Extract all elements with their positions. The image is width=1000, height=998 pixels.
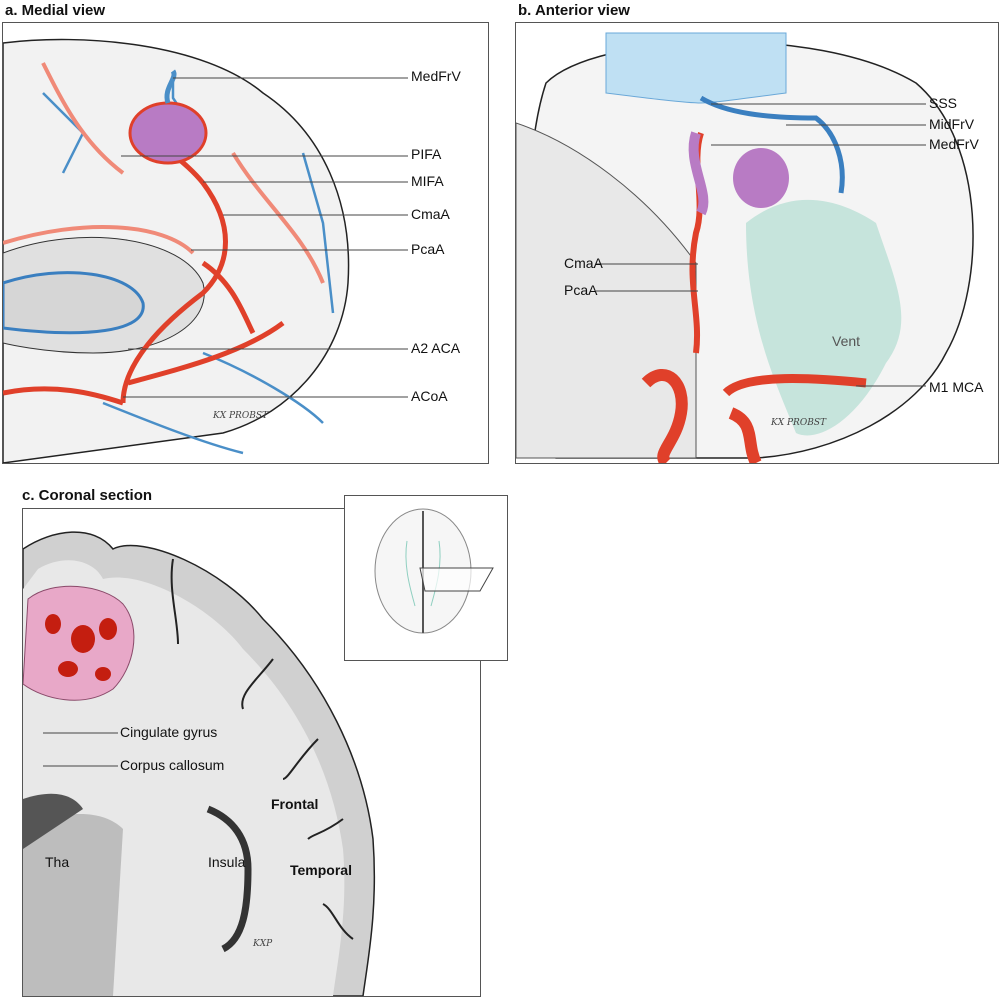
label-pifa: PIFA [411, 146, 442, 162]
panel-a-medial-view: MedFrV PIFA MIFA CmaA PcaA A2 ACA ACoA K… [2, 22, 489, 464]
leader-lines [43, 732, 118, 767]
leader-lines [121, 77, 408, 398]
label-cingulate-gyrus: Cingulate gyrus [120, 724, 218, 740]
m1-mca [722, 374, 867, 397]
label-cmaa: CmaA [411, 206, 450, 222]
artist-signature: KX PROBST [771, 418, 826, 428]
coronal-section-illustration [23, 531, 376, 996]
anterior-view-illustration [516, 32, 974, 463]
label-a2-aca: A2 ACA [411, 340, 461, 356]
ventricle [3, 271, 145, 335]
inset-brain-top-view [374, 508, 494, 634]
panel-c-title: c. Coronal section [22, 487, 153, 504]
lateral-ventricle [23, 793, 83, 849]
label-tha: Tha [45, 854, 70, 870]
label-mifa: MIFA [411, 173, 444, 189]
label-medfrv: MedFrV [411, 68, 461, 84]
label-temporal: Temporal [290, 862, 352, 878]
peripheral-arteries [3, 62, 325, 284]
label-pcaa: PcaA [411, 241, 445, 257]
label-medfrv: MedFrV [929, 136, 979, 152]
panel-b-anterior-view: SSS MidFrV MedFrV CmaA PcaA Vent M1 MCA … [515, 22, 999, 464]
right-ica [728, 407, 762, 463]
label-midfrv: MidFrV [929, 116, 975, 132]
medfrv-vein [164, 69, 177, 104]
label-frontal: Frontal [271, 796, 319, 812]
artist-signature: KXP [253, 939, 273, 949]
medial-view-illustration [3, 38, 408, 463]
panel-a-title: a. Medial view [5, 2, 106, 19]
inset-top-view [344, 495, 508, 661]
panel-c-coronal-section: Cingulate gyrus Corpus callosum Frontal … [22, 508, 481, 997]
label-insula: Insula [208, 854, 246, 870]
thalamus [23, 814, 123, 996]
panel-b-title: b. Anterior view [518, 2, 630, 19]
avm-nidus [128, 101, 208, 165]
label-sss: SSS [929, 95, 958, 111]
superior-sagittal-sinus [605, 32, 787, 104]
section-plane [419, 567, 494, 592]
artist-signature: KX PROBST [213, 411, 268, 421]
leader-lines [596, 103, 926, 387]
label-acoa: ACoA [411, 388, 448, 404]
sulci [170, 558, 354, 940]
label-m1-mca: M1 MCA [929, 379, 984, 395]
left-ica [641, 369, 688, 463]
label-pcaa: PcaA [564, 282, 598, 298]
avm-vessels [45, 614, 117, 681]
label-vent: Vent [832, 333, 861, 349]
avm-nidus [733, 148, 789, 208]
label-cmaa: CmaA [564, 255, 603, 271]
sylvian-fissure [206, 805, 252, 953]
frontal-veins [699, 95, 845, 194]
brain-hemisphere [3, 38, 350, 463]
avm-draining [688, 131, 709, 216]
label-corpus-callosum: Corpus callosum [120, 757, 225, 773]
